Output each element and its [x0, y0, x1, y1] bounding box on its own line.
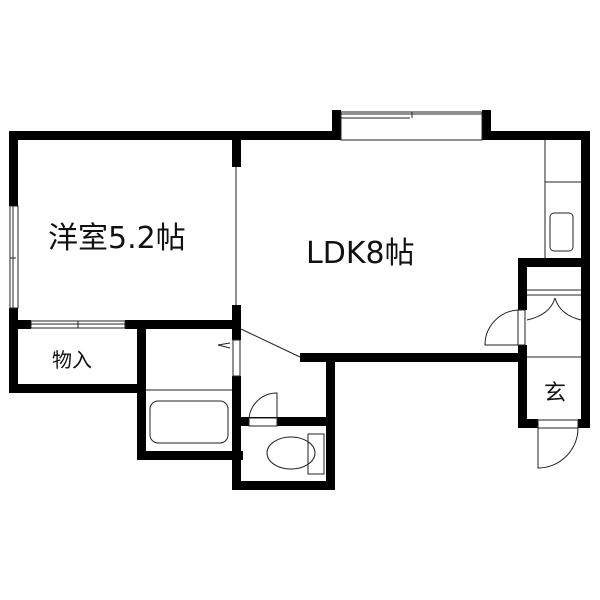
wall-western-bottom-left — [9, 320, 31, 329]
window-western-left — [9, 205, 19, 309]
wall-entrance-bottom-left — [518, 419, 538, 428]
wall-entrance-left-lower — [518, 345, 527, 428]
room-label-storage: 物入 — [52, 348, 92, 372]
wall-bath-right-upper — [232, 305, 241, 340]
wall-bath-bottom — [137, 451, 243, 460]
wall-top-left — [9, 131, 341, 140]
closet-door-arcs — [526, 297, 582, 321]
wall-hall-top — [300, 353, 335, 362]
wall-bath-right-lower — [232, 376, 241, 490]
wall-left-lower — [9, 308, 18, 393]
wall-entrance-bottom-right — [578, 419, 590, 428]
kitchen-sink — [549, 212, 574, 252]
wall-storage-right — [137, 320, 146, 460]
toilet-door-swing — [248, 392, 278, 419]
wall-top-window-right-post — [482, 110, 491, 140]
wall-western-bottom-right — [125, 320, 240, 329]
entrance-door-swing — [537, 427, 579, 469]
room-label-ldk: LDK8帖 — [306, 236, 415, 271]
wall-toilet-right — [326, 360, 335, 490]
wall-top-window-left-post — [332, 110, 341, 140]
room-label-entrance: 玄 — [544, 381, 567, 406]
wall-top-right — [482, 131, 590, 140]
room-label-western: 洋室5.2帖 — [48, 221, 186, 256]
wall-toilet-top — [240, 417, 335, 426]
wall-ldk-bottom — [300, 353, 525, 362]
toilet-bowl — [266, 436, 316, 470]
wall-entrance-right — [581, 258, 590, 428]
toilet-tank — [307, 433, 325, 475]
wall-toilet-bottom — [232, 481, 335, 490]
wall-entrance-top — [518, 258, 590, 267]
ldk-door-swing — [484, 309, 519, 346]
wall-storage-bottom — [9, 384, 145, 393]
wall-partition-top — [232, 131, 241, 167]
bathtub — [149, 400, 229, 444]
wall-right-upper — [581, 131, 590, 266]
wall-entrance-left-upper — [518, 258, 527, 310]
wall-left-upper — [9, 131, 18, 206]
